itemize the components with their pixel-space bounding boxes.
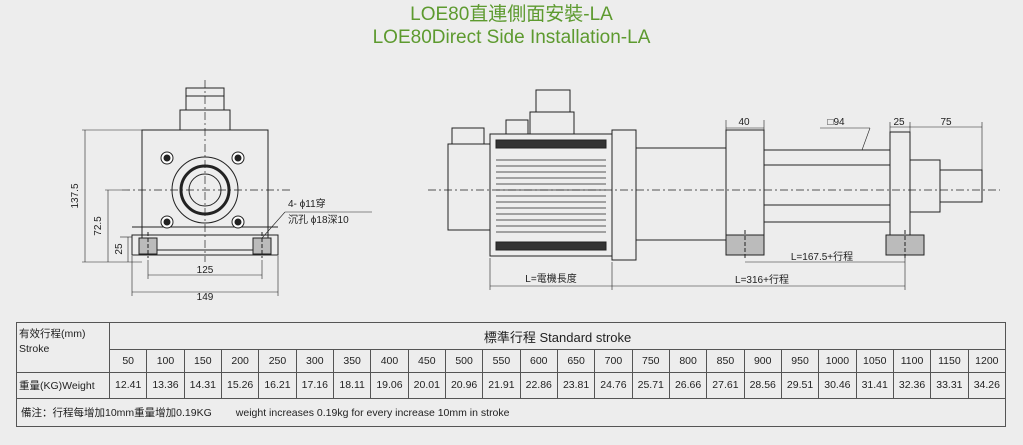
stroke-cell: 250 [258,349,297,373]
stroke-cell: 100 [146,349,185,373]
note-en: weight increases 0.19kg for every increa… [235,406,510,419]
weight-cell: 27.61 [706,371,745,399]
title-cn: LOE80直連側面安裝-LA [410,4,613,25]
technical-drawing: 137.5 72.5 25 125 149 4- ϕ11穿 沉孔 ϕ18深10 [70,80,1000,303]
dim-149: 149 [197,292,214,303]
weight-cell: 21.91 [482,371,521,399]
standard-stroke-header: 標準行程 Standard stroke [108,321,1007,351]
title-en: LOE80Direct Side Installation-LA [372,27,651,48]
stroke-cell: 1150 [930,349,969,373]
weight-cell: 26.66 [668,371,708,399]
stroke-cell: 200 [220,349,260,373]
stroke-cell: 150 [183,349,222,373]
weight-cell: 22.86 [519,371,558,399]
length-label-2: L=316+行程 [735,273,789,286]
stroke-cell: 450 [407,349,446,373]
stroke-cell: 1000 [818,349,857,373]
weight-cell: 24.76 [594,371,633,399]
weight-cell: 34.26 [967,371,1007,399]
note-row: 備注：行程每增加10mm重量增加0.19KG weight increases 0… [15,397,1007,428]
end-view-labels: 137.5 72.5 25 125 149 4- ϕ11穿 沉孔 ϕ18深10 [70,183,349,303]
dim-94-square: □94 [827,117,845,128]
weight-cell: 17.16 [295,371,334,399]
dim-75: 75 [940,117,952,128]
weight-cell: 30.46 [818,371,857,399]
stroke-cell: 850 [706,349,745,373]
weight-label: 重量(KG)Weight [16,371,110,399]
note-cn: 備注：行程每增加10mm重量增加0.19KG [21,406,212,419]
stroke-cell: 500 [444,349,484,373]
weight-cell: 12.41 [108,371,148,399]
weight-cell: 28.56 [743,371,782,399]
dim-72-5: 72.5 [93,216,104,236]
weight-cell: 20.01 [407,371,446,399]
weight-cell: 32.36 [892,371,932,399]
weight-cell: 14.31 [183,371,222,399]
length-label-1: L=167.5+行程 [791,250,853,263]
stroke-cell: 300 [295,349,334,373]
side-view [428,89,1000,290]
dim-125: 125 [197,265,214,276]
end-view [82,80,372,296]
stroke-cell: 1100 [892,349,932,373]
weight-cell: 29.51 [780,371,820,399]
weight-cell: 20.96 [444,371,484,399]
stroke-cell: 650 [556,349,596,373]
dim-40: 40 [738,117,750,128]
hole-note-1: 4- ϕ11穿 [288,197,326,210]
weight-cell: 33.31 [930,371,969,399]
stroke-header-en: Stroke [19,343,50,355]
hole-note-2: 沉孔 ϕ18深10 [288,213,349,226]
dim-25-right: 25 [893,117,905,128]
stroke-header-cn: 有效行程(mm) [19,328,86,340]
weight-cell: 23.81 [556,371,596,399]
stroke-cell: 950 [780,349,820,373]
weight-cell: 15.26 [220,371,260,399]
stroke-cell: 750 [631,349,670,373]
stroke-cell: 800 [668,349,708,373]
weight-cell: 16.21 [258,371,297,399]
stroke-cell: 1050 [855,349,894,373]
weight-cell: 31.41 [855,371,894,399]
weight-cell: 19.06 [370,371,409,399]
stroke-cell: 600 [519,349,558,373]
motor-length-label: L=電機長度 [525,272,576,285]
stroke-cell: 50 [108,349,148,373]
weight-cell: 25.71 [631,371,670,399]
stroke-cell: 900 [743,349,782,373]
dim-137-5: 137.5 [70,183,81,208]
stroke-header-cell: 有效行程(mm) Stroke [16,322,110,373]
weight-cell: 13.36 [146,371,185,399]
side-view-labels: 40 □94 25 75 L=電機長度 L=167.5+行程 L=316+行程 [525,117,952,286]
stroke-cell: 550 [482,349,521,373]
dim-25: 25 [114,243,125,255]
stroke-cell: 400 [370,349,409,373]
weight-cell: 18.11 [332,371,372,399]
stroke-cell: 350 [332,349,372,373]
stroke-cell: 700 [594,349,633,373]
stroke-cell: 1200 [967,349,1007,373]
